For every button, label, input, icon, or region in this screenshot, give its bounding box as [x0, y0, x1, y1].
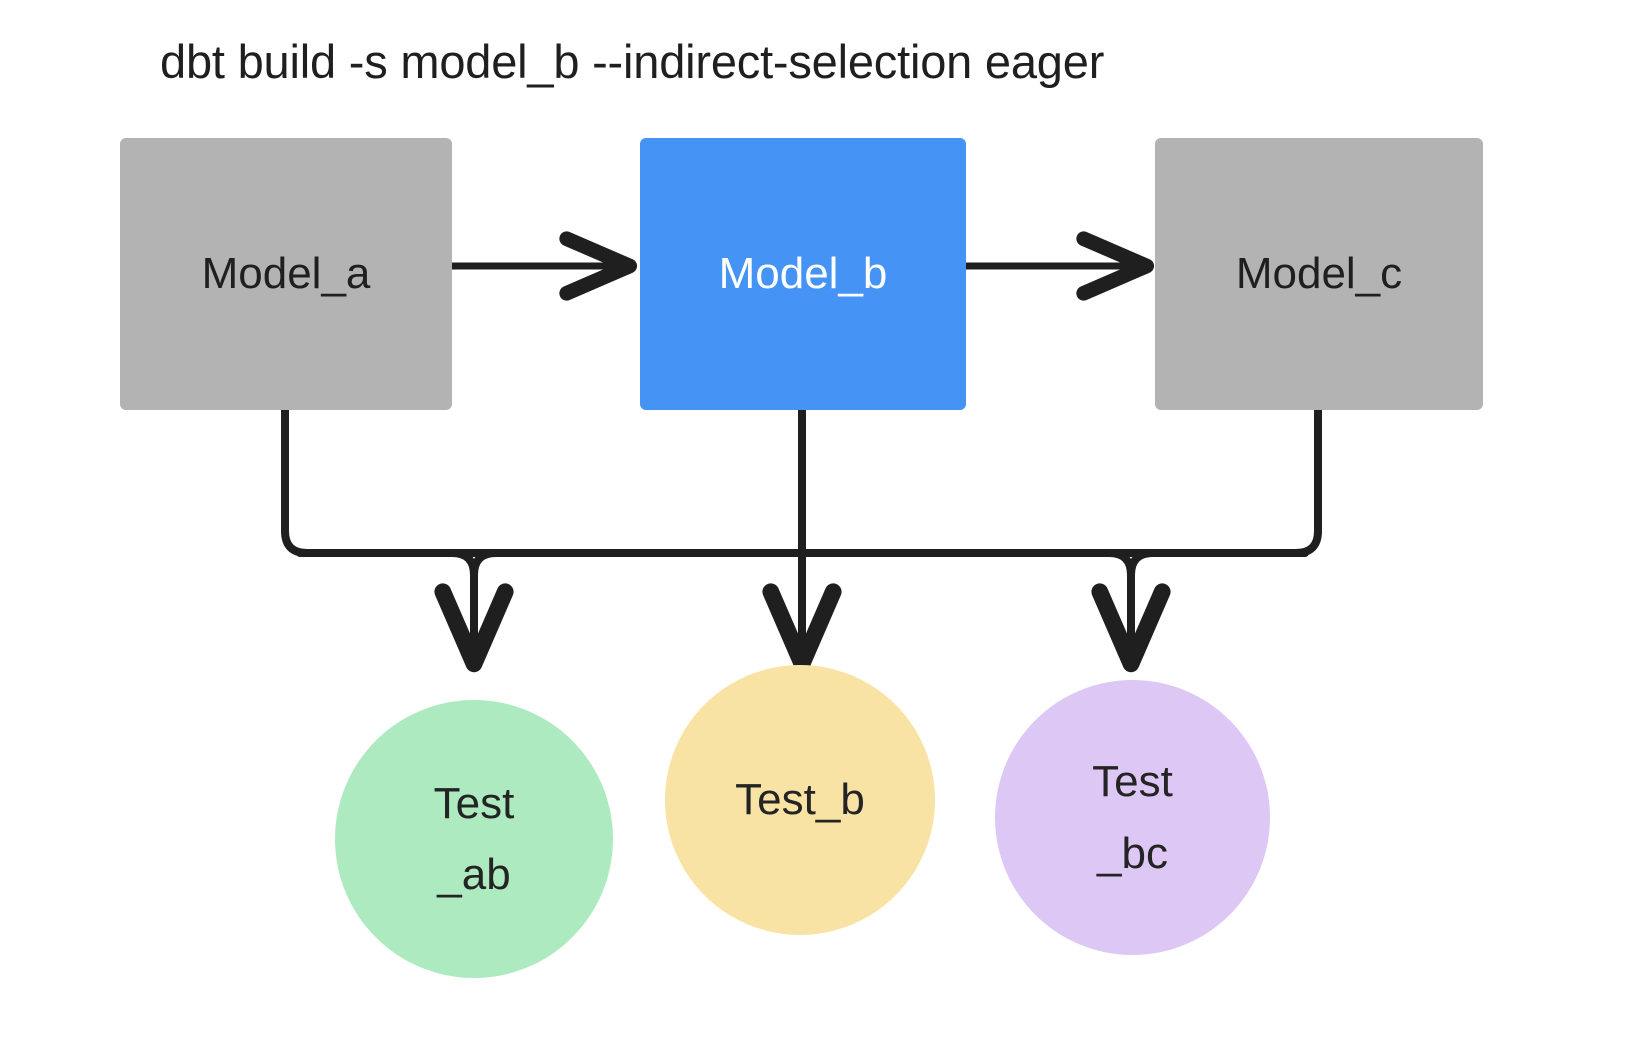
node-test-b[interactable]: Test_b — [665, 665, 935, 935]
node-model-a-label: Model_a — [201, 248, 371, 298]
edge-model-a-drop — [281, 406, 459, 557]
node-test-bc[interactable]: Test _bc — [995, 680, 1270, 955]
node-model-c[interactable]: Model_c — [1155, 138, 1483, 410]
edge-branch-to-test-ab-right — [470, 549, 500, 579]
node-test-bc-label-line2: _bc — [1097, 828, 1168, 878]
node-test-ab[interactable]: Test _ab — [335, 700, 613, 978]
edge-branch-to-test-ab — [434, 549, 514, 673]
node-test-bc-label-line1: Test — [1092, 757, 1173, 807]
diagram-title: dbt build -s model_b --indirect-selectio… — [160, 35, 1105, 88]
node-model-a[interactable]: Model_a — [120, 138, 452, 410]
node-test-b-label-line1: Test_b — [735, 775, 865, 825]
node-model-c-label: Model_c — [1235, 248, 1403, 298]
node-model-b[interactable]: Model_b — [640, 138, 966, 410]
edge-branch-to-test-bc-right — [1127, 549, 1157, 579]
node-test-ab-label-line2: _ab — [437, 850, 511, 899]
edge-model-c-drop — [1146, 406, 1322, 557]
node-model-b-label: Model_b — [718, 248, 888, 298]
node-test-ab-label-line1: Test — [433, 778, 515, 828]
edge-branch-to-test-bc — [1091, 549, 1171, 673]
